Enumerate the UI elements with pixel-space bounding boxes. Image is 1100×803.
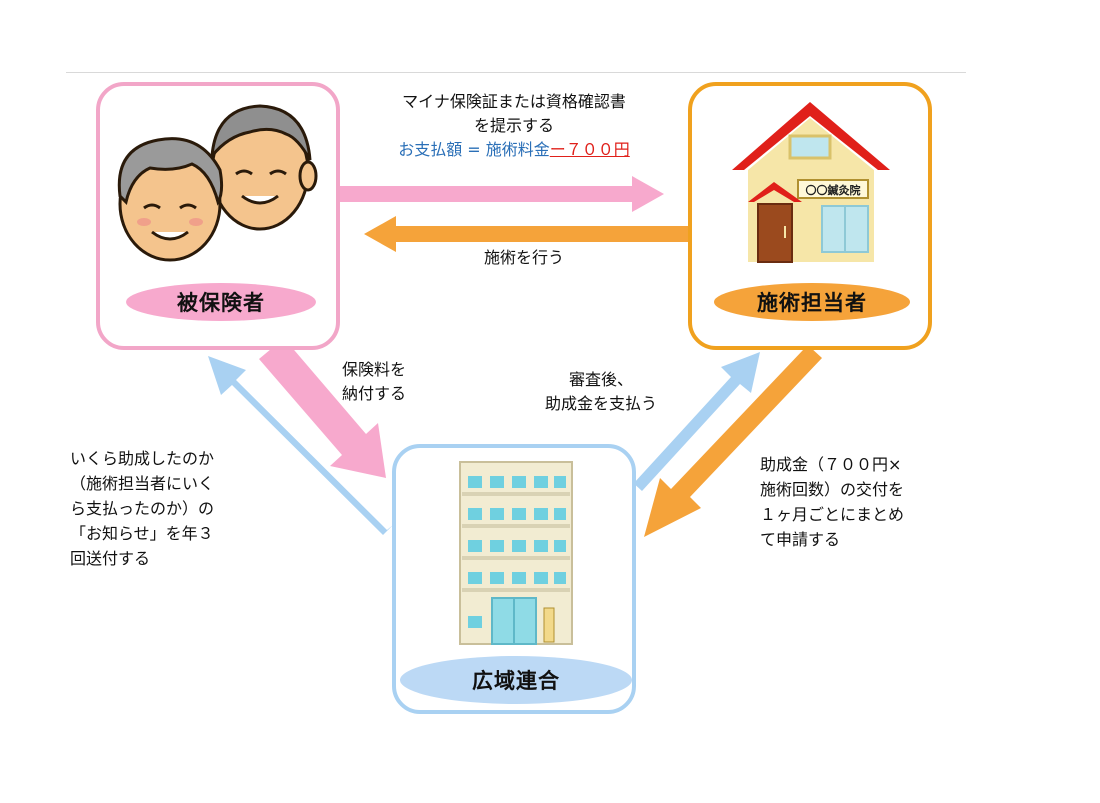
clinic-card: 〇〇鍼灸院 施術担当者	[688, 82, 932, 350]
arrow-claim	[644, 347, 822, 537]
clinic-sign: 〇〇鍼灸院	[806, 183, 861, 197]
claim-line: 施術回数）の交付を	[760, 480, 905, 499]
notice-line: ら支払ったのか）の	[70, 499, 215, 518]
claim-line: て申請する	[760, 530, 841, 549]
arrow-treatment	[364, 216, 688, 252]
notice-line: 「お知らせ」を年３	[70, 524, 214, 543]
clinic-label: 施術担当者	[714, 283, 910, 321]
pay-subsidy-text: 審査後、 助成金を支払う	[506, 368, 696, 416]
present-card-line1: マイナ保険証または資格確認書	[402, 92, 626, 111]
arrow-pay-subsidy	[630, 352, 760, 491]
pay-subsidy-line2: 助成金を支払う	[544, 394, 657, 413]
notice-text: いくら助成したのか （施術担当者にいく ら支払ったのか）の 「お知らせ」を年３ …	[70, 446, 214, 571]
pay-premium-line1: 保険料を	[342, 360, 407, 379]
arrow-notice	[208, 356, 393, 535]
notice-line: 回送付する	[70, 549, 151, 568]
present-card-line2: を提示する	[473, 116, 554, 135]
notice-line: いくら助成したのか	[70, 449, 215, 468]
payment-formula-deduction: ー７００円	[549, 140, 630, 159]
pay-subsidy-line1: 審査後、	[568, 370, 633, 389]
insured-card: 被保険者	[96, 82, 340, 350]
pay-premium-text: 保険料を 納付する	[342, 358, 406, 406]
treatment-text: 施術を行う	[484, 248, 565, 267]
union-card: 広域連合	[392, 444, 636, 714]
present-card-text: マイナ保険証または資格確認書 を提示する お支払額 = 施術料金ー７００円	[344, 90, 684, 162]
claim-line: 助成金（７００円×	[760, 455, 902, 474]
arrow-present-card	[340, 176, 664, 212]
pay-premium-line2: 納付する	[342, 384, 407, 403]
elderly-couple-icon	[117, 104, 318, 262]
top-divider	[66, 72, 966, 73]
notice-line: （施術担当者にいく	[70, 474, 215, 493]
insured-label: 被保険者	[126, 283, 316, 321]
payment-formula-prefix: お支払額 = 施術料金	[398, 140, 550, 159]
union-label: 広域連合	[400, 656, 632, 704]
payment-formula: お支払額 = 施術料金ー７００円	[344, 138, 684, 162]
claim-text: 助成金（７００円× 施術回数）の交付を １ヶ月ごとにまとめ て申請する	[760, 452, 904, 552]
arrow-pay-premium	[259, 337, 386, 478]
office-building-icon	[459, 461, 573, 645]
clinic-building-icon: 〇〇鍼灸院	[732, 102, 890, 263]
claim-line: １ヶ月ごとにまとめ	[760, 505, 905, 524]
